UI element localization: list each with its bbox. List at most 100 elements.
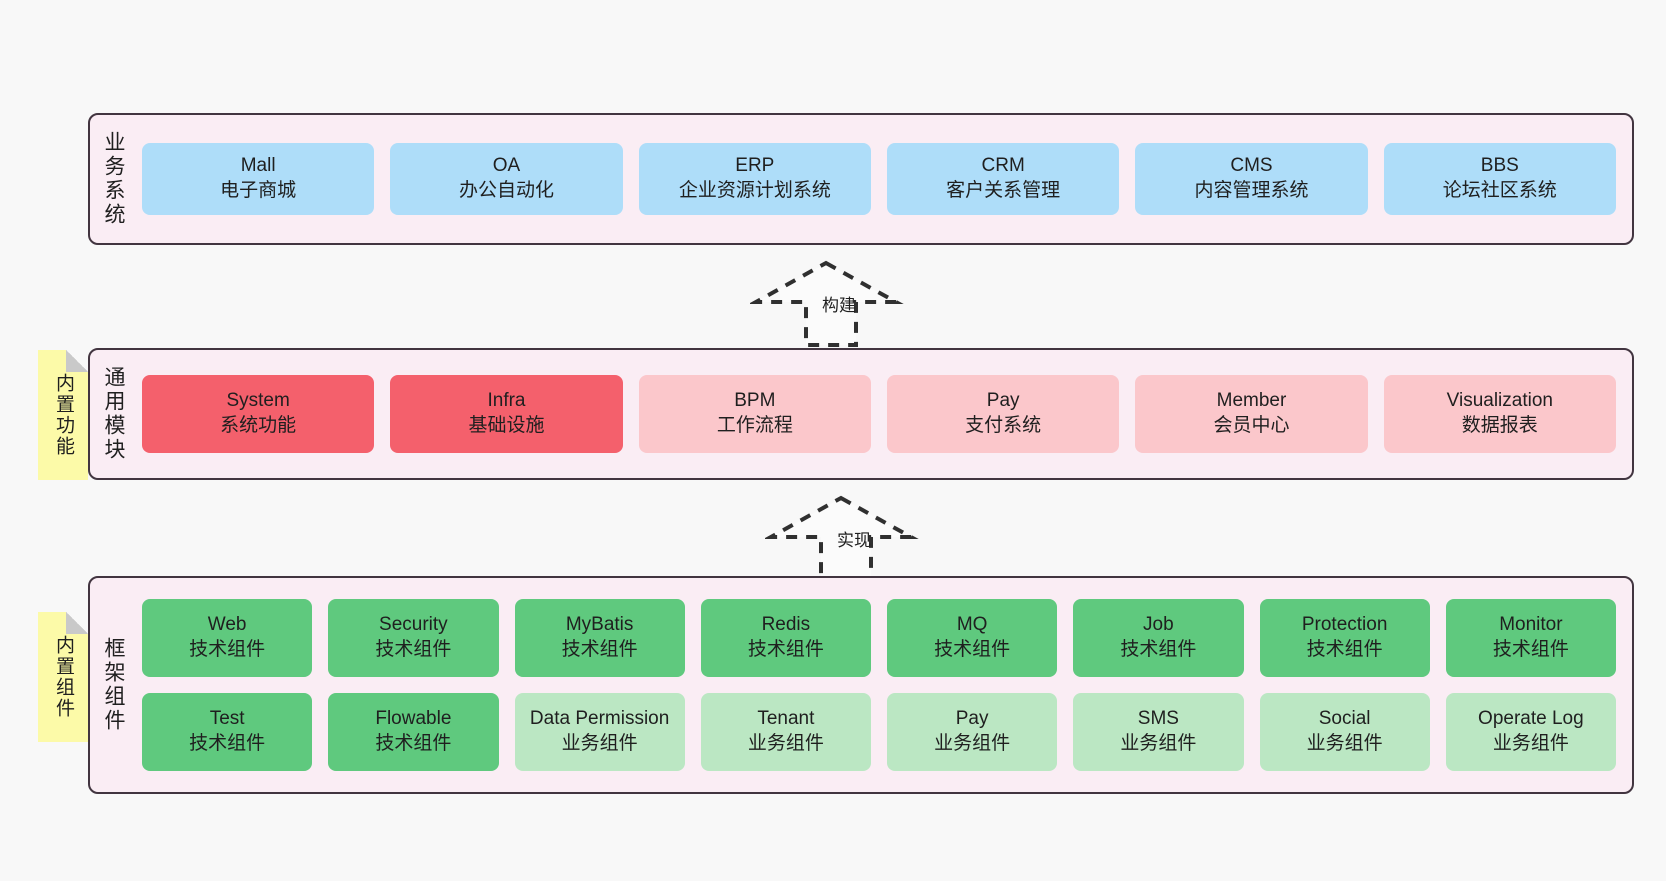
module-card-erp[interactable]: ERP 企业资源计划系统 — [638, 143, 871, 215]
component-card-pay[interactable]: Pay 业务组件 — [887, 693, 1058, 771]
card-title: Test — [209, 708, 245, 730]
card-title: Member — [1216, 390, 1287, 412]
component-card-mybatis[interactable]: MyBatis 技术组件 — [514, 599, 685, 677]
card-subtitle: 会员中心 — [1213, 415, 1290, 436]
connector-implement-label: 实现 — [837, 531, 871, 550]
card-title: Mall — [240, 155, 276, 177]
build-arrow-icon — [748, 260, 904, 347]
card-subtitle: 技术组件 — [1120, 639, 1197, 660]
module-card-bbs[interactable]: BBS 论坛社区系统 — [1383, 143, 1616, 215]
module-card-crm[interactable]: CRM 客户关系管理 — [886, 143, 1120, 215]
card-title: Job — [1143, 614, 1174, 636]
component-card-redis[interactable]: Redis 技术组件 — [700, 599, 871, 677]
module-card-pay[interactable]: Pay 支付系统 — [886, 375, 1120, 453]
layer-modules-title: 通用模块 — [102, 366, 126, 462]
card-title: ERP — [735, 155, 775, 177]
card-subtitle: 技术组件 — [747, 639, 824, 660]
card-subtitle: 支付系统 — [965, 415, 1042, 436]
card-subtitle: 内容管理系统 — [1194, 180, 1309, 201]
card-title: Security — [379, 614, 448, 636]
card-subtitle: 论坛社区系统 — [1442, 180, 1557, 201]
card-subtitle: 电子商城 — [220, 180, 297, 201]
card-subtitle: 工作流程 — [716, 415, 793, 436]
module-card-infra[interactable]: Infra 基础设施 — [390, 375, 623, 453]
card-subtitle: 技术组件 — [1306, 639, 1383, 660]
sticky-note-builtin-components: 内置组件 — [38, 612, 88, 742]
module-card-member[interactable]: Member 会员中心 — [1135, 375, 1368, 453]
card-title: Data Permission — [529, 708, 670, 730]
card-subtitle: 技术组件 — [189, 639, 266, 660]
component-card-operate-log[interactable]: Operate Log 业务组件 — [1445, 693, 1616, 771]
card-subtitle: 业务组件 — [1306, 733, 1383, 754]
card-subtitle: 系统功能 — [220, 415, 297, 436]
module-card-bpm[interactable]: BPM 工作流程 — [638, 375, 871, 453]
card-subtitle: 技术组件 — [934, 639, 1011, 660]
card-title: MyBatis — [565, 614, 634, 636]
sticky-note-builtin-features: 内置功能 — [38, 350, 88, 480]
layer-framework-row-business: Test 技术组件 Flowable 技术组件 Data Permission … — [142, 693, 1616, 771]
card-subtitle: 业务组件 — [934, 733, 1011, 754]
connector-build-label: 构建 — [822, 296, 856, 315]
component-card-social[interactable]: Social 业务组件 — [1259, 693, 1430, 771]
card-subtitle: 技术组件 — [1492, 639, 1569, 660]
connector-implement: 实现 — [763, 490, 935, 585]
card-subtitle: 数据报表 — [1461, 415, 1538, 436]
component-card-mq[interactable]: MQ 技术组件 — [887, 599, 1058, 677]
layer-common-modules: 通用模块 System 系统功能 Infra 基础设施 BPM 工作流程 Pay… — [88, 348, 1634, 480]
card-title: Redis — [761, 614, 811, 636]
layer-framework-row-tech: Web 技术组件 Security 技术组件 MyBatis 技术组件 Redi… — [142, 599, 1616, 677]
card-subtitle: 技术组件 — [375, 639, 452, 660]
layer-framework-title: 框架组件 — [102, 637, 126, 733]
component-card-test[interactable]: Test 技术组件 — [142, 693, 313, 771]
card-title: Operate Log — [1478, 708, 1584, 730]
card-title: System — [226, 390, 290, 412]
layer-business-systems: 业务系统 Mall 电子商城 OA 办公自动化 ERP 企业资源计划系统 CRM… — [88, 113, 1634, 245]
layer-modules-row: System 系统功能 Infra 基础设施 BPM 工作流程 Pay 支付系统… — [142, 375, 1616, 453]
layer-framework-components: 框架组件 Web 技术组件 Security 技术组件 MyBatis 技术组件… — [88, 576, 1634, 794]
layer-modules-body: System 系统功能 Infra 基础设施 BPM 工作流程 Pay 支付系统… — [136, 350, 1632, 478]
component-card-data-permission[interactable]: Data Permission 业务组件 — [514, 693, 685, 771]
card-title: OA — [492, 155, 521, 177]
component-card-monitor[interactable]: Monitor 技术组件 — [1445, 599, 1616, 677]
card-subtitle: 企业资源计划系统 — [678, 180, 831, 201]
card-title: Pay — [986, 390, 1020, 412]
card-title: BBS — [1480, 155, 1519, 177]
component-card-flowable[interactable]: Flowable 技术组件 — [328, 693, 499, 771]
component-card-security[interactable]: Security 技术组件 — [328, 599, 499, 677]
module-card-visualization[interactable]: Visualization 数据报表 — [1383, 375, 1616, 453]
card-title: Pay — [955, 708, 989, 730]
card-subtitle: 业务组件 — [747, 733, 824, 754]
card-subtitle: 技术组件 — [561, 639, 638, 660]
component-card-sms[interactable]: SMS 业务组件 — [1073, 693, 1244, 771]
card-title: Social — [1318, 708, 1371, 730]
component-card-tenant[interactable]: Tenant 业务组件 — [700, 693, 871, 771]
card-title: SMS — [1137, 708, 1179, 730]
module-card-cms[interactable]: CMS 内容管理系统 — [1135, 143, 1368, 215]
card-title: Protection — [1301, 614, 1388, 636]
layer-business-title: 业务系统 — [102, 131, 126, 227]
card-title: Flowable — [375, 708, 452, 730]
card-title: Visualization — [1446, 390, 1553, 412]
card-title: Monitor — [1499, 614, 1563, 636]
card-subtitle: 业务组件 — [1120, 733, 1197, 754]
card-subtitle: 客户关系管理 — [946, 180, 1061, 201]
sticky-note-text: 内置组件 — [52, 635, 74, 719]
card-subtitle: 技术组件 — [189, 733, 266, 754]
module-card-oa[interactable]: OA 办公自动化 — [390, 143, 623, 215]
component-card-job[interactable]: Job 技术组件 — [1073, 599, 1244, 677]
card-title: Tenant — [757, 708, 815, 730]
card-subtitle: 技术组件 — [375, 733, 452, 754]
card-subtitle: 办公自动化 — [458, 180, 554, 201]
component-card-protection[interactable]: Protection 技术组件 — [1259, 599, 1430, 677]
component-card-web[interactable]: Web 技术组件 — [142, 599, 313, 677]
card-title: CMS — [1230, 155, 1273, 177]
layer-business-body: Mall 电子商城 OA 办公自动化 ERP 企业资源计划系统 CRM 客户关系… — [136, 115, 1632, 243]
card-title: BPM — [734, 390, 776, 412]
card-title: CRM — [981, 155, 1025, 177]
module-card-mall[interactable]: Mall 电子商城 — [142, 143, 375, 215]
card-title: Infra — [487, 390, 526, 412]
card-title: MQ — [956, 614, 988, 636]
layer-business-row: Mall 电子商城 OA 办公自动化 ERP 企业资源计划系统 CRM 客户关系… — [142, 143, 1616, 215]
module-card-system[interactable]: System 系统功能 — [142, 375, 375, 453]
